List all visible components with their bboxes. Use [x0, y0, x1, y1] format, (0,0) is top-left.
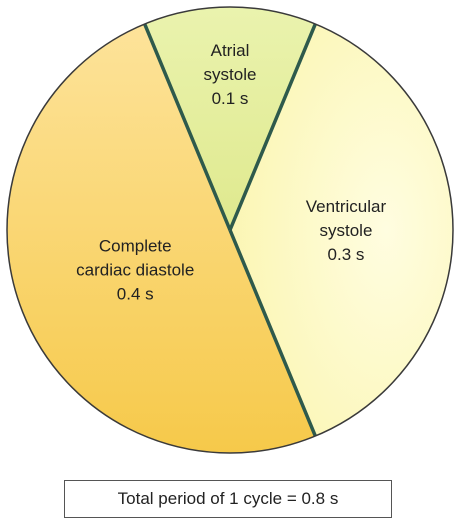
- label-ventricular-systole: Ventricular systole 0.3 s: [306, 197, 387, 264]
- total-period-caption: Total period of 1 cycle = 0.8 s: [117, 489, 339, 508]
- slice-label-line: Complete: [99, 236, 172, 255]
- slice-label-line: 0.1 s: [212, 89, 249, 108]
- slice-label-line: 0.3 s: [328, 245, 365, 264]
- slice-label-line: systole: [204, 65, 257, 84]
- slice-divider: [228, 229, 317, 437]
- slice-ventricular-systole: [230, 23, 454, 437]
- slice-complete-cardiac-diastole: [7, 23, 316, 454]
- slice-atrial-systole: [144, 6, 316, 231]
- slice-divider: [143, 23, 232, 231]
- pie-outline: [6, 6, 454, 454]
- slice-label-line: cardiac diastole: [76, 260, 194, 279]
- cardiac-cycle-pie-chart: Atrial systole 0.1 s Ventricular systole 0.3 …: [6, 6, 454, 454]
- label-atrial-systole: Atrial systole 0.1 s: [204, 41, 257, 108]
- slice-label-line: systole: [319, 221, 372, 240]
- slice-divider: [228, 23, 317, 231]
- label-complete-cardiac-diastole: Complete cardiac diastole 0.4 s: [76, 236, 194, 303]
- slice-label-line: Ventricular: [306, 197, 387, 216]
- total-period-caption-box: Total period of 1 cycle = 0.8 s: [64, 480, 392, 518]
- slice-label-line: Atrial: [211, 41, 250, 60]
- slice-label-line: 0.4 s: [117, 284, 154, 303]
